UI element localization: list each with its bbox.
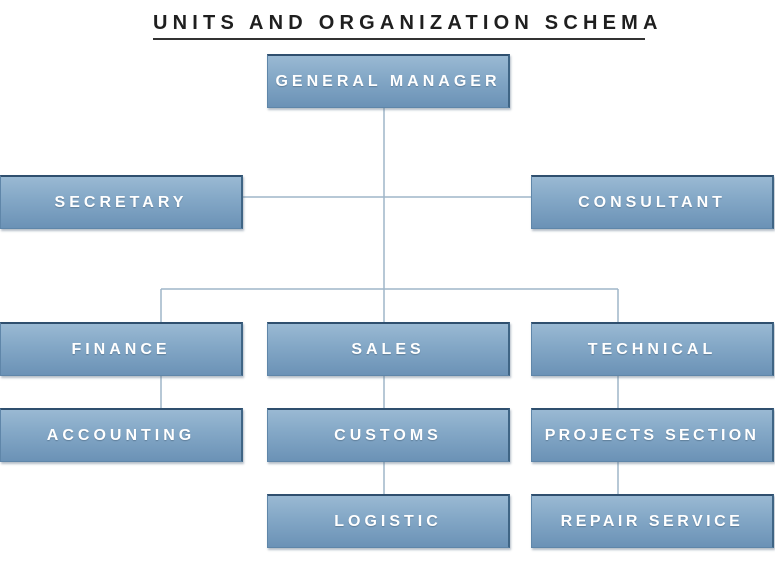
- node-sales: SALES: [267, 322, 510, 376]
- node-technical: TECHNICAL: [531, 322, 774, 376]
- node-finance: FINANCE: [0, 322, 243, 376]
- node-customs: CUSTOMS: [267, 408, 510, 462]
- node-logistic: LOGISTIC: [267, 494, 510, 548]
- diagram-title: UNITS AND ORGANIZATION SCHEMA: [153, 8, 657, 40]
- node-accounting: ACCOUNTING: [0, 408, 243, 462]
- node-general-manager: GENERAL MANAGER: [267, 54, 510, 108]
- node-secretary: SECRETARY: [0, 175, 243, 229]
- node-repair-service: REPAIR SERVICE: [531, 494, 774, 548]
- node-projects-section: PROJECTS SECTION: [531, 408, 774, 462]
- node-consultant: CONSULTANT: [531, 175, 774, 229]
